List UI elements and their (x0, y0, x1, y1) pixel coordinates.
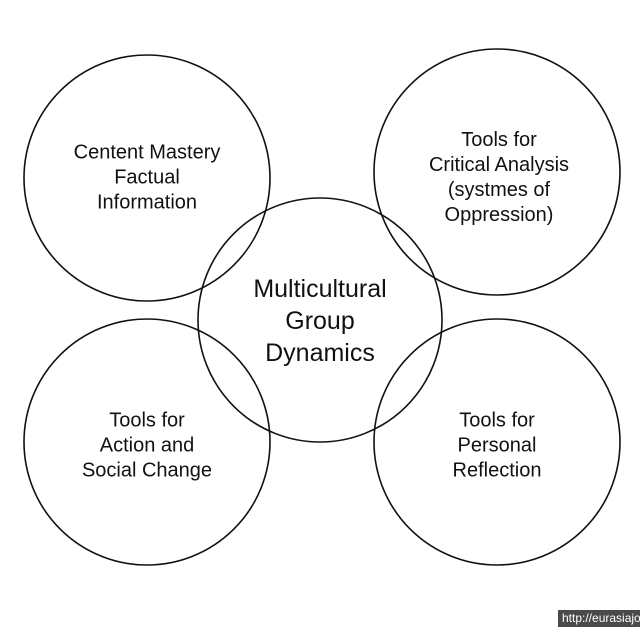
node-line: Personal (457, 434, 537, 457)
circle-bottom-left (23, 318, 271, 566)
circle-bottom-right (373, 318, 621, 566)
node-line: Information (96, 191, 198, 214)
node-line: Oppression) (444, 204, 554, 226)
watermark: http://eurasiajo (558, 610, 640, 627)
node-line: Tools for (459, 409, 535, 432)
node-content-mastery: Centent Mastery Factual Information (74, 141, 221, 216)
center-line: Multicultural (253, 275, 387, 303)
node-line: Factual (114, 166, 180, 189)
circle-center (197, 197, 443, 443)
node-critical-analysis: Tools for Critical Analysis (systmes of … (429, 128, 569, 228)
center-line: Group (285, 307, 355, 335)
node-line: (systmes of (447, 179, 551, 201)
node-line: Reflection (452, 459, 542, 482)
center-label: Multicultural Group Dynamics (253, 273, 386, 369)
node-line: Action and (99, 434, 195, 457)
circle-top-right (373, 48, 621, 296)
node-line: Tools for (109, 409, 185, 432)
node-line: Centent Mastery (73, 141, 221, 164)
node-line: Critical Analysis (428, 154, 570, 176)
node-action-social-change: Tools for Action and Social Change (82, 409, 212, 484)
node-line: Tools for (461, 129, 537, 151)
node-personal-reflection: Tools for Personal Reflection (453, 409, 542, 484)
node-line: Social Change (81, 459, 213, 482)
circle-top-left (23, 54, 271, 302)
center-line: Dynamics (265, 339, 375, 367)
